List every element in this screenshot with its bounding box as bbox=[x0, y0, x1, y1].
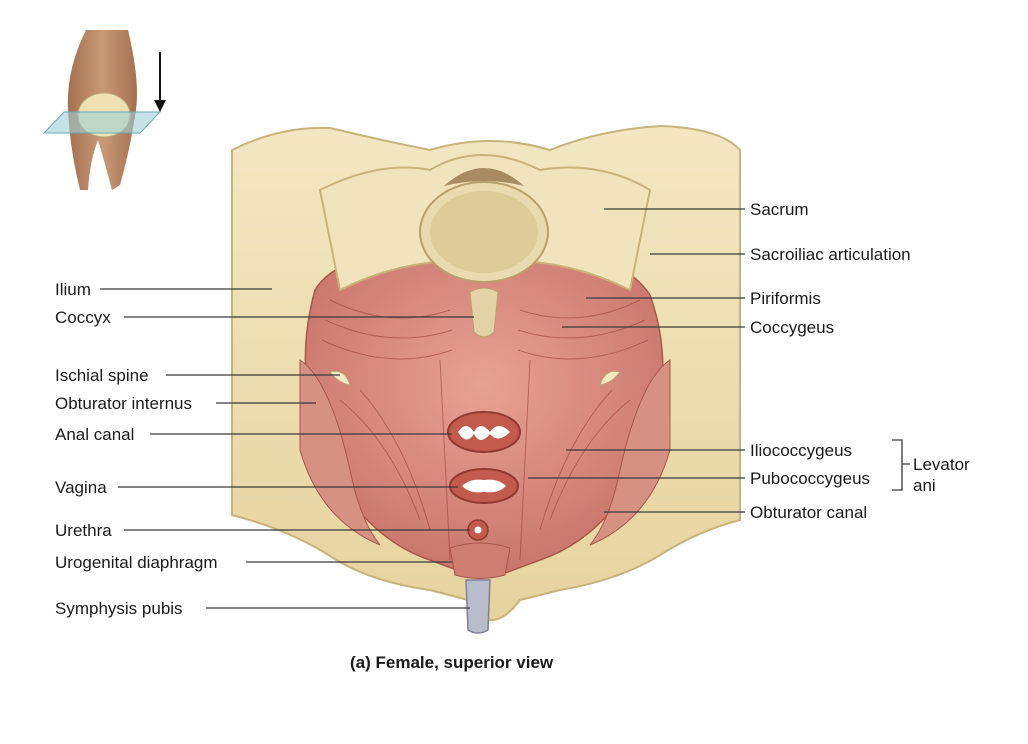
label-urogenital-diaphragm: Urogenital diaphragm bbox=[55, 553, 218, 572]
vertebral-body-top bbox=[430, 191, 538, 273]
label-vagina: Vagina bbox=[55, 478, 107, 497]
leader-lines-left bbox=[100, 288, 474, 609]
vagina bbox=[449, 468, 519, 504]
label-pubococcygeus: Pubococcygeus bbox=[750, 469, 870, 488]
symphysis-pubis bbox=[465, 579, 491, 634]
urethra bbox=[467, 519, 489, 541]
label-symphysis-pubis: Symphysis pubis bbox=[55, 599, 183, 618]
coccyx-bone bbox=[469, 287, 499, 338]
label-levator-ani-1: Levator bbox=[913, 455, 970, 474]
levator-ani-bracket bbox=[892, 439, 910, 491]
obturator-internus-left bbox=[299, 359, 381, 546]
urogenital-diaphragm bbox=[449, 542, 511, 579]
label-obturator-canal: Obturator canal bbox=[750, 503, 867, 522]
thumbnail-section-plane bbox=[42, 111, 162, 134]
label-anal-canal: Anal canal bbox=[55, 425, 134, 444]
muscle-fibers bbox=[321, 299, 649, 561]
label-coccyx: Coccyx bbox=[55, 308, 111, 327]
down-arrow-icon bbox=[154, 52, 166, 112]
vertebral-canal bbox=[444, 168, 524, 186]
label-urethra: Urethra bbox=[55, 521, 112, 540]
label-piriformis: Piriformis bbox=[750, 289, 821, 308]
label-obturator-internus: Obturator internus bbox=[55, 394, 192, 413]
figure-caption: (a) Female, superior view bbox=[350, 653, 554, 672]
labels-left: Ilium Coccyx Ischial spine Obturator int… bbox=[55, 280, 218, 618]
label-sacroiliac-articulation: Sacroiliac articulation bbox=[750, 245, 911, 264]
orientation-thumbnail bbox=[42, 30, 166, 190]
label-coccygeus: Coccygeus bbox=[750, 318, 834, 337]
label-ischial-spine: Ischial spine bbox=[55, 366, 149, 385]
label-sacrum: Sacrum bbox=[750, 200, 809, 219]
label-iliococcygeus: Iliococcygeus bbox=[750, 441, 852, 460]
leader-lines-right bbox=[528, 208, 910, 513]
ischial-spine-right bbox=[599, 370, 621, 386]
labels-right: Sacrum Sacroiliac articulation Piriformi… bbox=[750, 200, 970, 522]
pelvis-illustration bbox=[231, 124, 741, 634]
obturator-internus-right bbox=[589, 359, 671, 546]
label-levator-ani-2: ani bbox=[913, 476, 936, 495]
label-ilium: Ilium bbox=[55, 280, 91, 299]
anal-canal bbox=[447, 411, 521, 453]
